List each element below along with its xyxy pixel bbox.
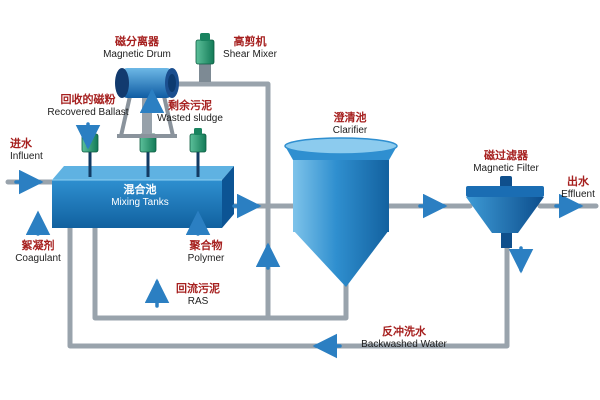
- backwash-pipe: [67, 221, 510, 349]
- filter-hopper: [466, 197, 544, 233]
- magnetic-drum: [115, 68, 179, 138]
- drum-support: [142, 96, 152, 134]
- drum-stand: [117, 95, 177, 138]
- filter-outlet: [501, 233, 512, 248]
- shear-mixer-cap: [200, 33, 210, 41]
- clarifier-top: [284, 137, 398, 155]
- tank-mixer-3: [189, 128, 207, 177]
- mixing-tank-side-face: [222, 166, 234, 228]
- shear-mixer-motor: [195, 39, 215, 65]
- filter-lid: [466, 186, 544, 197]
- drum-body: [122, 68, 172, 98]
- drum-feed-pipe: [175, 81, 271, 321]
- clarifier-cone: [293, 230, 389, 287]
- flow-arrows: [14, 88, 584, 359]
- mixing-tank-top-face: [52, 166, 234, 180]
- clarifier-tank: [284, 137, 398, 287]
- drum-end-left: [115, 68, 129, 98]
- shear-mixer: [195, 33, 215, 82]
- magnetic-filter-unit: [466, 176, 544, 248]
- drum-hub: [168, 74, 176, 92]
- mixing-tank: [52, 166, 234, 228]
- mixer-motor: [189, 133, 207, 153]
- mixer-motor: [81, 133, 99, 153]
- mixer-cap: [194, 128, 202, 135]
- ras-pipe: [92, 223, 349, 321]
- filter-vent: [500, 176, 512, 188]
- clarifier-body: [293, 156, 389, 232]
- shear-mixer-stem: [199, 62, 211, 82]
